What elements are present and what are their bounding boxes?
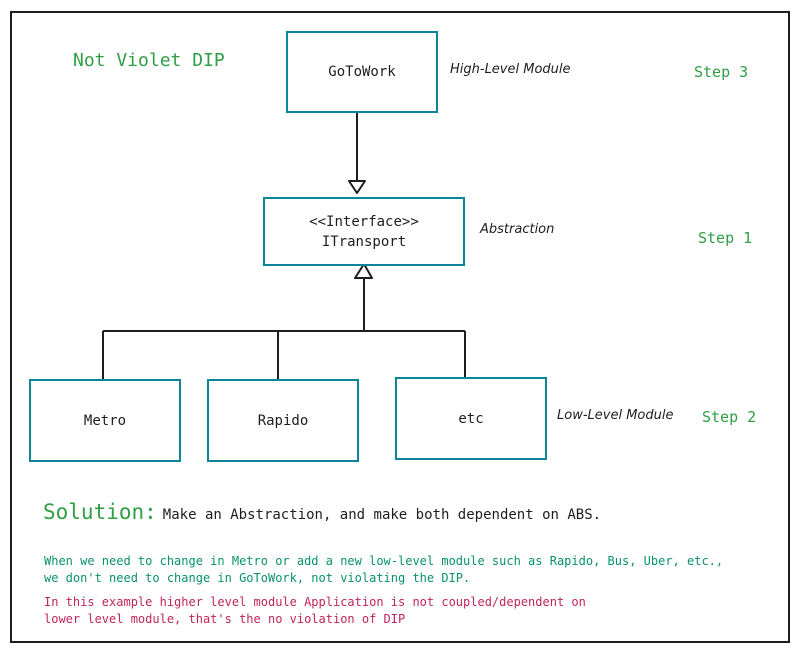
solution-text: Make an Abstraction, and make both depen…	[162, 507, 602, 523]
pink-note-line-1: In this example higher level module Appl…	[44, 595, 586, 609]
low-level-annotation: Low-Level Module	[557, 408, 674, 423]
gotowork-box[interactable]: GoToWork	[286, 31, 438, 113]
step-2-label: Step 2	[702, 408, 757, 426]
etc-label: etc	[458, 410, 484, 427]
diagram-frame	[10, 11, 790, 643]
green-note-line-2: we don't need to change in GoToWork, not…	[44, 571, 471, 585]
step-1-label: Step 1	[698, 229, 753, 247]
implements-arrowhead	[354, 263, 373, 279]
diagram-title: Not Violet DIP	[73, 50, 225, 71]
pink-note-line-2: lower level module, that's the no violat…	[44, 612, 406, 626]
itransport-box[interactable]: <<Interface>> ITransport	[263, 197, 465, 266]
gotowork-label: GoToWork	[328, 64, 396, 80]
metro-label: Metro	[83, 412, 127, 429]
metro-box[interactable]: Metro	[29, 379, 181, 462]
step-3-label: Step 3	[694, 63, 749, 81]
solution-label: Solution:	[43, 500, 157, 524]
abstraction-annotation: Abstraction	[480, 222, 555, 237]
dependency-arrowhead	[348, 180, 366, 194]
solution-line: Solution: Make an Abstraction, and make …	[43, 500, 601, 524]
rapido-label: Rapido	[257, 412, 309, 429]
itransport-label: ITransport	[321, 233, 407, 250]
green-note-line-1: When we need to change in Metro or add a…	[44, 554, 724, 568]
rapido-box[interactable]: Rapido	[207, 379, 359, 462]
interface-stereotype: <<Interface>>	[309, 213, 419, 230]
high-level-annotation: High-Level Module	[450, 62, 571, 77]
etc-box[interactable]: etc	[395, 377, 547, 460]
